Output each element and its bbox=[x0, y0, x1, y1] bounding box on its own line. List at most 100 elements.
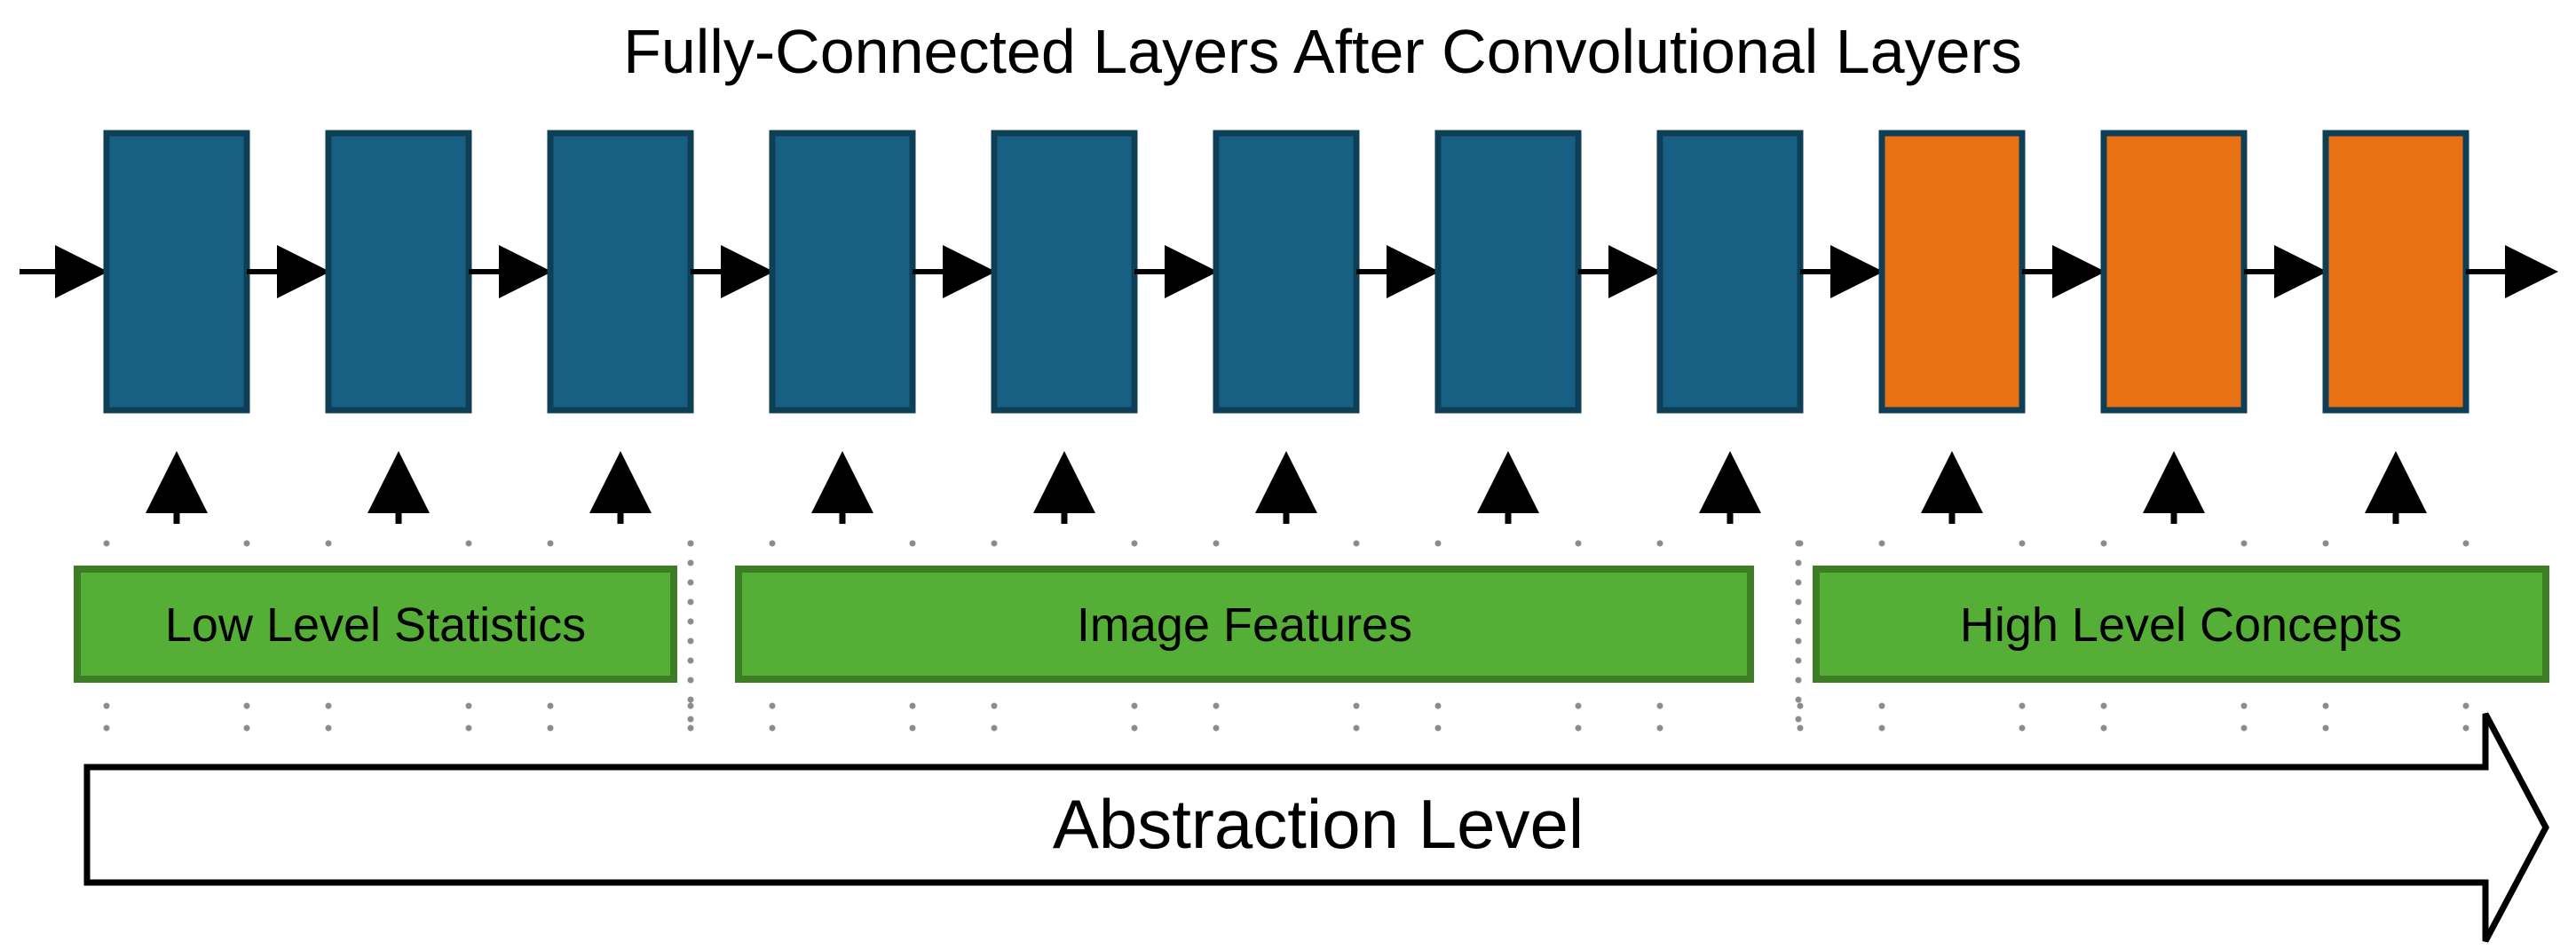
guide-dot bbox=[909, 724, 916, 732]
guide-dot bbox=[465, 724, 472, 732]
guide-dot bbox=[1434, 702, 1442, 709]
band-separator-dot bbox=[1795, 540, 1802, 547]
abstraction-arrow-shape bbox=[83, 712, 2549, 943]
convolutional-layer-block bbox=[325, 130, 472, 414]
band-separator-dot bbox=[687, 540, 694, 547]
band-separator-dot bbox=[1795, 696, 1802, 703]
guide-dot bbox=[103, 540, 110, 547]
guide-dot bbox=[2019, 724, 2026, 732]
guide-dot bbox=[1353, 540, 1360, 547]
band-separator-dot bbox=[1795, 559, 1802, 566]
convolutional-layer-block bbox=[103, 130, 250, 414]
band-label-image-features: Image Features bbox=[1077, 598, 1412, 652]
guide-dot bbox=[1797, 702, 1804, 709]
guide-dot bbox=[2240, 540, 2248, 547]
band-box bbox=[74, 566, 677, 683]
guide-dot bbox=[1656, 702, 1663, 709]
band-separator-dot bbox=[687, 696, 694, 703]
guide-dot bbox=[2462, 702, 2469, 709]
guide-dot bbox=[1656, 540, 1663, 547]
guide-dot bbox=[687, 702, 694, 709]
diagram-title: Fully-Connected Layers After Convolution… bbox=[623, 17, 2022, 86]
band-separator-dot bbox=[1795, 598, 1802, 606]
guide-dot bbox=[1434, 724, 1442, 732]
guide-dot bbox=[465, 702, 472, 709]
guide-dot bbox=[2019, 702, 2026, 709]
band-separator-dot bbox=[1795, 618, 1802, 625]
abstraction-level-arrow: Abstraction Level bbox=[83, 712, 2549, 943]
guide-dot bbox=[1575, 724, 1582, 732]
guide-dot bbox=[2322, 702, 2329, 709]
dotted-guides bbox=[103, 540, 2469, 732]
band-separator-dot bbox=[687, 579, 694, 586]
band-separator-dot bbox=[1795, 637, 1802, 645]
band-separator-dot bbox=[687, 657, 694, 664]
convolutional-layer-block bbox=[769, 130, 916, 414]
fully-connected-layer-block bbox=[2100, 130, 2248, 414]
band-separator-dot bbox=[1795, 677, 1802, 684]
guide-dot bbox=[2240, 702, 2248, 709]
guide-dot bbox=[2019, 540, 2026, 547]
guide-dot bbox=[103, 702, 110, 709]
fully-connected-layer-block bbox=[2322, 130, 2469, 414]
guide-dot bbox=[1353, 702, 1360, 709]
guide-dot bbox=[769, 540, 776, 547]
guide-dot bbox=[2462, 724, 2469, 732]
guide-dot bbox=[991, 540, 998, 547]
band-separator-dot bbox=[1795, 716, 1802, 723]
guide-dot bbox=[1213, 724, 1220, 732]
band-separator-dot bbox=[687, 716, 694, 723]
guide-dot bbox=[2100, 702, 2107, 709]
guide-dot bbox=[1213, 540, 1220, 547]
guide-dot bbox=[1213, 702, 1220, 709]
guide-dot bbox=[991, 724, 998, 732]
guide-dot bbox=[243, 724, 250, 732]
guide-dot bbox=[1656, 724, 1663, 732]
guide-dot bbox=[909, 702, 916, 709]
guide-dot bbox=[243, 540, 250, 547]
layer-chain bbox=[20, 130, 2558, 414]
guide-dot bbox=[769, 724, 776, 732]
guide-dot bbox=[243, 702, 250, 709]
band-separator-dot bbox=[687, 598, 694, 606]
guide-dot bbox=[325, 702, 332, 709]
guide-dot bbox=[1353, 724, 1360, 732]
guide-dot bbox=[547, 724, 554, 732]
guide-dot bbox=[1575, 540, 1582, 547]
guide-dot bbox=[1131, 540, 1138, 547]
band-label-low-level-statistics: Low Level Statistics bbox=[165, 598, 586, 652]
guide-dot bbox=[2100, 540, 2107, 547]
band-image-features: Image Features bbox=[735, 566, 1754, 683]
guide-dot bbox=[687, 724, 694, 732]
guide-dot bbox=[465, 540, 472, 547]
guide-dot bbox=[547, 702, 554, 709]
guide-dot bbox=[2462, 540, 2469, 547]
guide-dot bbox=[1434, 540, 1442, 547]
guide-dot bbox=[2240, 724, 2248, 732]
band-separator-dot bbox=[687, 618, 694, 625]
convolutional-layer-block bbox=[991, 130, 1138, 414]
band-box bbox=[1813, 566, 2549, 683]
band-label-high-level-concepts: High Level Concepts bbox=[1960, 598, 2402, 652]
guide-dot bbox=[991, 702, 998, 709]
guide-dot bbox=[1878, 724, 1885, 732]
convolutional-layer-block bbox=[547, 130, 694, 414]
convolutional-layer-block bbox=[1656, 130, 1804, 414]
band-separator-dot bbox=[1795, 579, 1802, 586]
guide-dot bbox=[1131, 724, 1138, 732]
convolutional-layer-block bbox=[1213, 130, 1360, 414]
guide-dot bbox=[1131, 702, 1138, 709]
guide-dot bbox=[103, 724, 110, 732]
guide-dot bbox=[325, 724, 332, 732]
band-low-level-statistics: Low Level Statistics bbox=[74, 566, 677, 683]
band-separator-dot bbox=[687, 637, 694, 645]
guide-dot bbox=[2322, 540, 2329, 547]
guide-dot bbox=[325, 540, 332, 547]
guide-dot bbox=[1575, 702, 1582, 709]
guide-dot bbox=[547, 540, 554, 547]
up-arrows bbox=[146, 451, 2427, 524]
band-separator-dot bbox=[687, 677, 694, 684]
abstraction-axis-label: Abstraction Level bbox=[1053, 785, 1584, 863]
band-separator-dot bbox=[687, 559, 694, 566]
